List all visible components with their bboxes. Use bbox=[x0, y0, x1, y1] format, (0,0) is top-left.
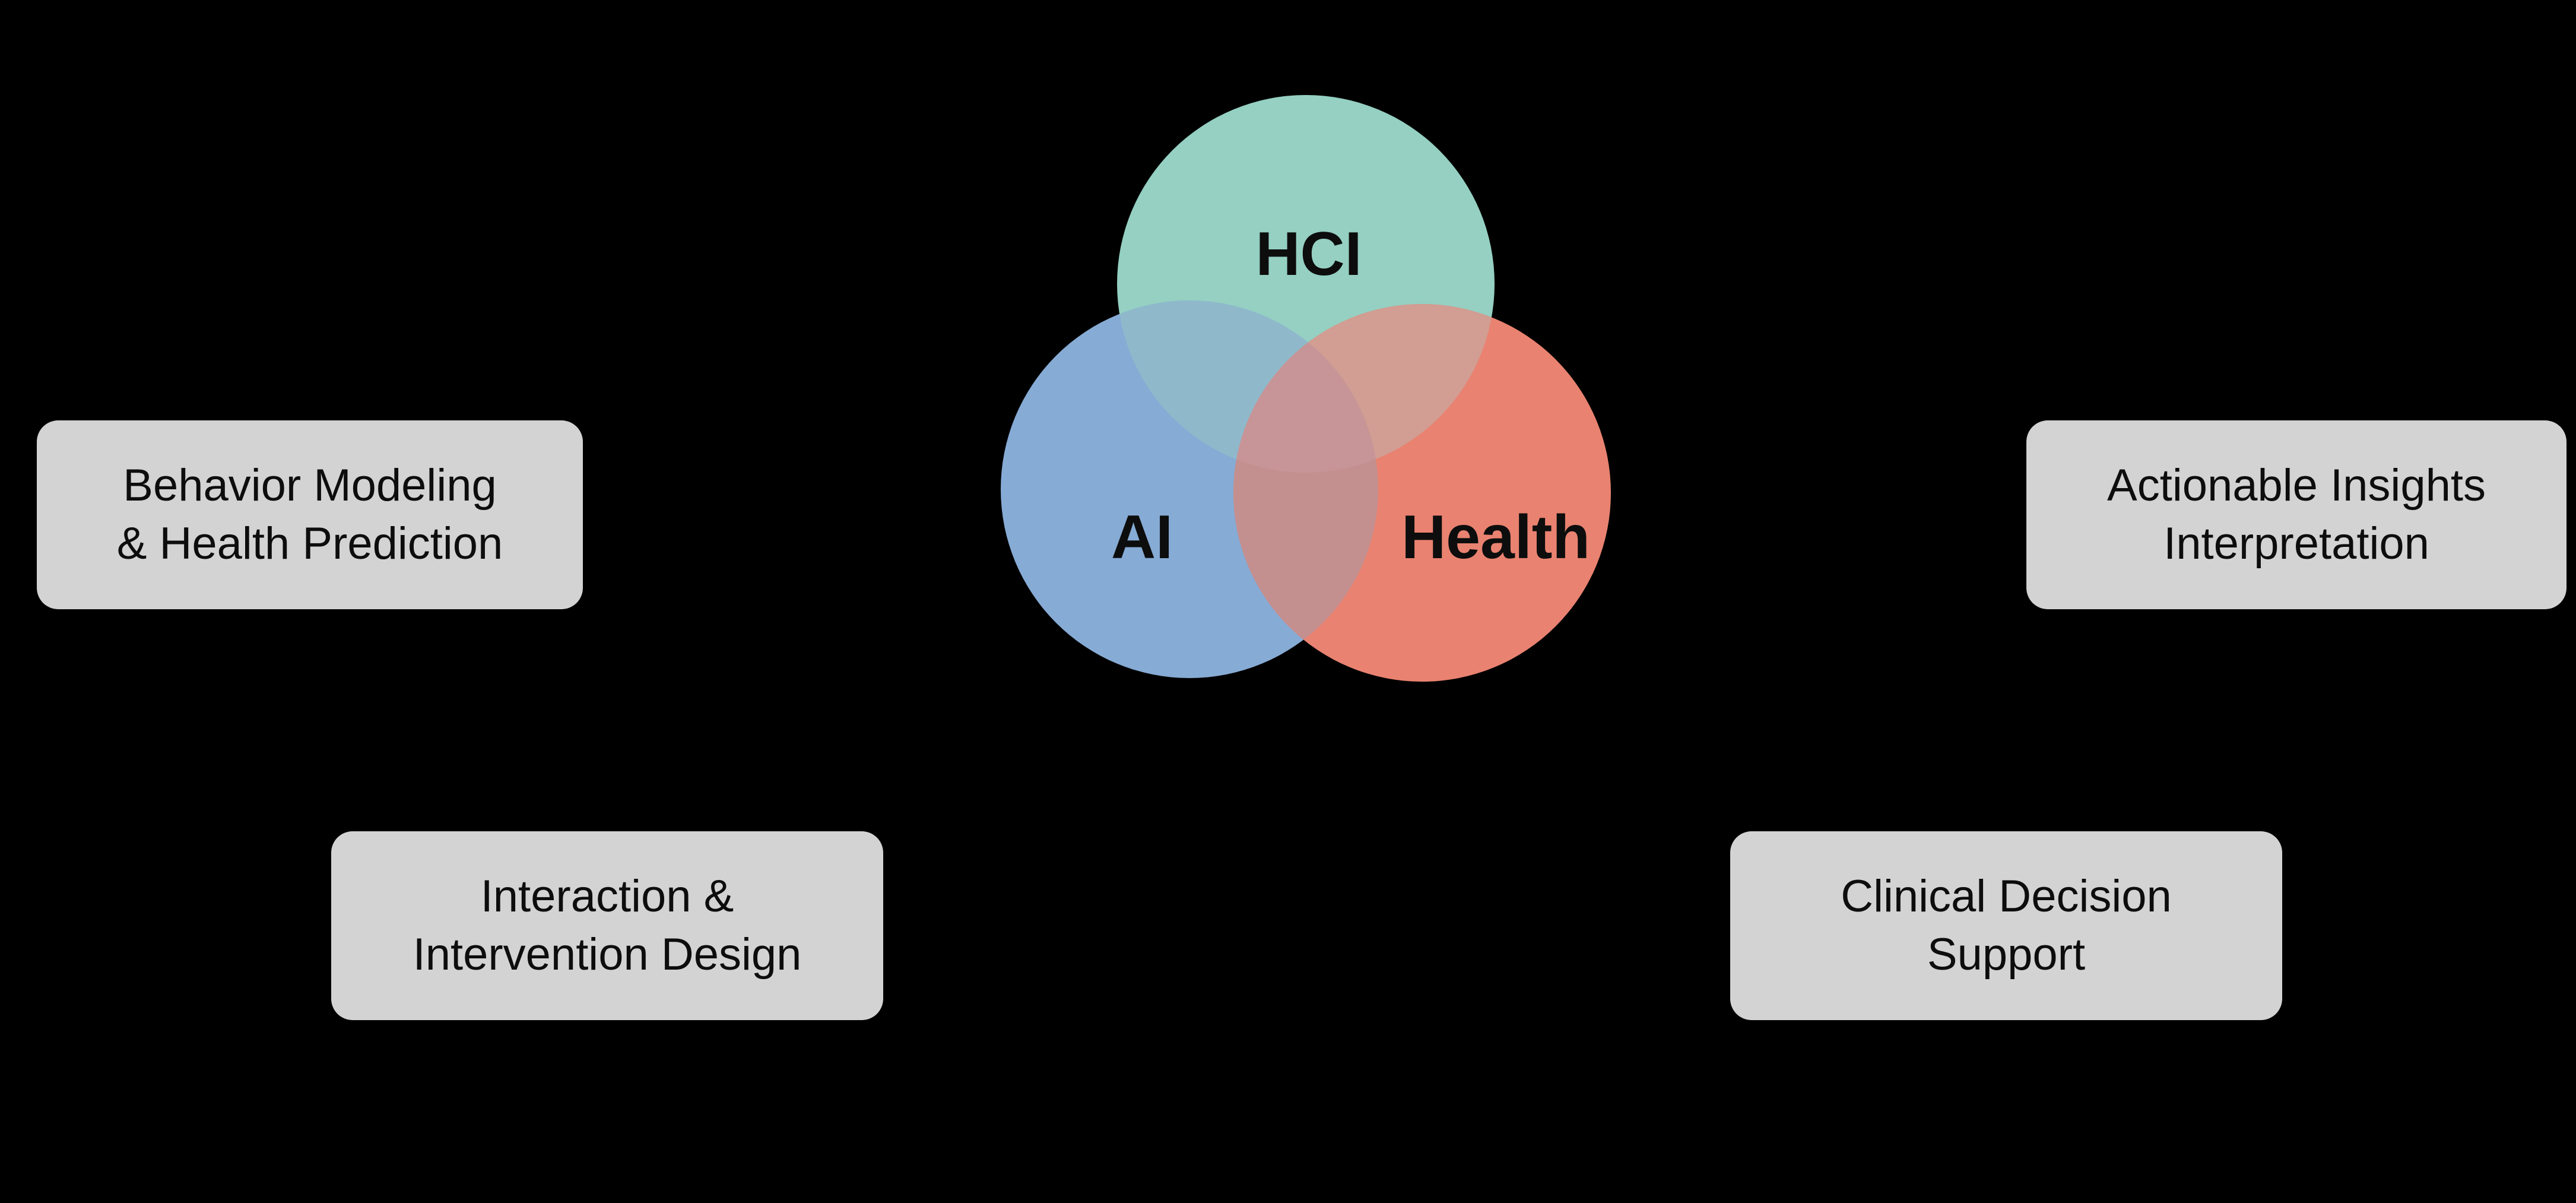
box-interaction-design-line2: Intervention Design bbox=[413, 929, 802, 980]
box-behavior-modeling: Behavior Modeling & Health Prediction bbox=[37, 420, 583, 609]
box-actionable-insights: Actionable Insights Interpretation bbox=[2026, 420, 2567, 609]
hci-circle-label: HCI bbox=[1255, 220, 1362, 289]
box-interaction-design: Interaction & Intervention Design bbox=[331, 831, 883, 1020]
box-interaction-design-line1: Interaction & bbox=[480, 871, 734, 922]
box-behavior-modeling-line2: & Health Prediction bbox=[116, 518, 503, 569]
box-clinical-decision-support-line2: Support bbox=[1927, 929, 2086, 980]
box-clinical-decision-support: Clinical Decision Support bbox=[1730, 831, 2282, 1020]
center-overlap-region bbox=[1233, 304, 1378, 473]
box-actionable-insights-line1: Actionable Insights bbox=[2107, 460, 2486, 511]
box-behavior-modeling-line1: Behavior Modeling bbox=[123, 460, 497, 511]
box-actionable-insights-line2: Interpretation bbox=[2163, 518, 2429, 569]
box-clinical-decision-support-line1: Clinical Decision bbox=[1841, 871, 2172, 922]
ai-circle-label: AI bbox=[1111, 503, 1173, 572]
health-circle-label: Health bbox=[1401, 503, 1590, 572]
